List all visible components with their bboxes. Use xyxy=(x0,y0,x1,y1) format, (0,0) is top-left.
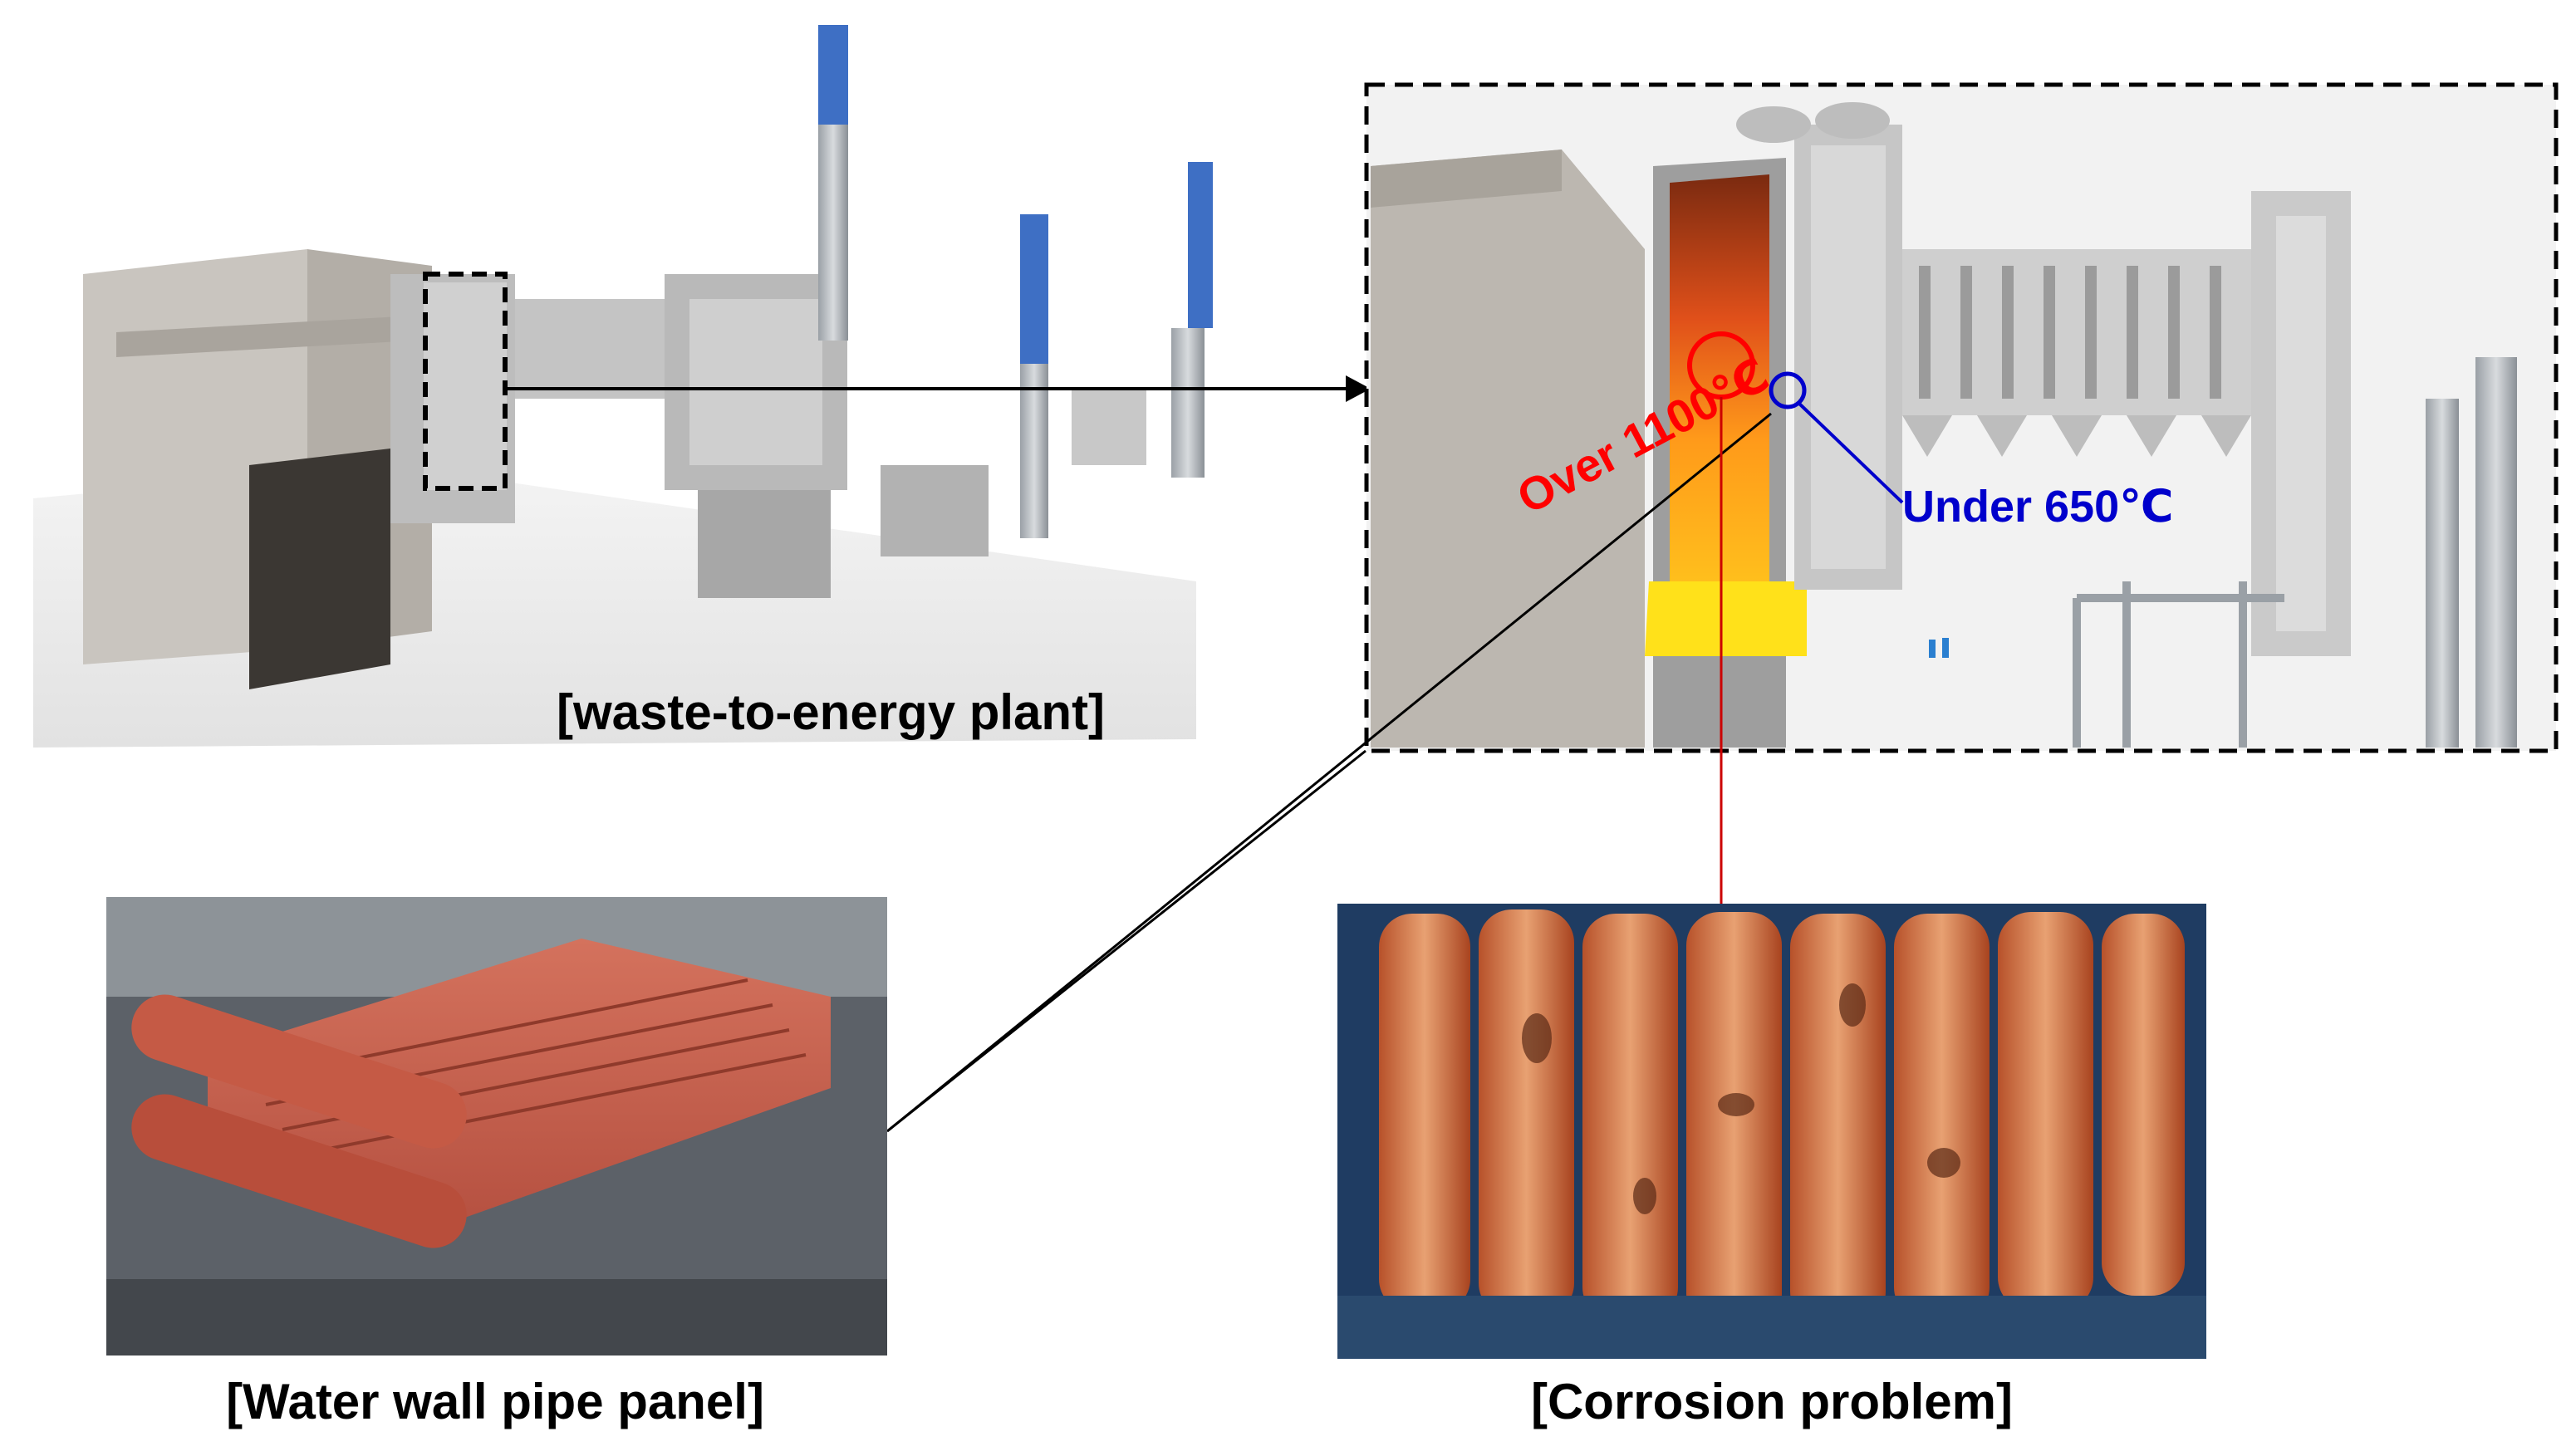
cool-zone-label: Under 650℃ xyxy=(1902,482,2174,532)
zoom-frame xyxy=(1364,82,2559,753)
plant-illustration xyxy=(33,25,1213,748)
corrosion-photo xyxy=(1337,904,2206,1359)
boiler-highlight-box xyxy=(423,272,508,491)
water-wall-link-line xyxy=(886,412,1772,1133)
corrosion-caption: [Corrosion problem] xyxy=(1531,1374,2013,1429)
zoom-arrow xyxy=(505,375,1371,402)
water-wall-photo xyxy=(106,897,887,1356)
furnace-flame xyxy=(1645,174,1807,656)
zoom-frame-link-line xyxy=(886,749,1366,1133)
cool-zone-leader xyxy=(1797,401,1904,504)
plant-caption: [waste-to-energy plant] xyxy=(557,684,1105,740)
boiler-zoom-panel xyxy=(1366,85,2556,751)
water-wall-caption: [Water wall pipe panel] xyxy=(226,1374,764,1429)
cool-zone-marker xyxy=(1769,371,1807,409)
